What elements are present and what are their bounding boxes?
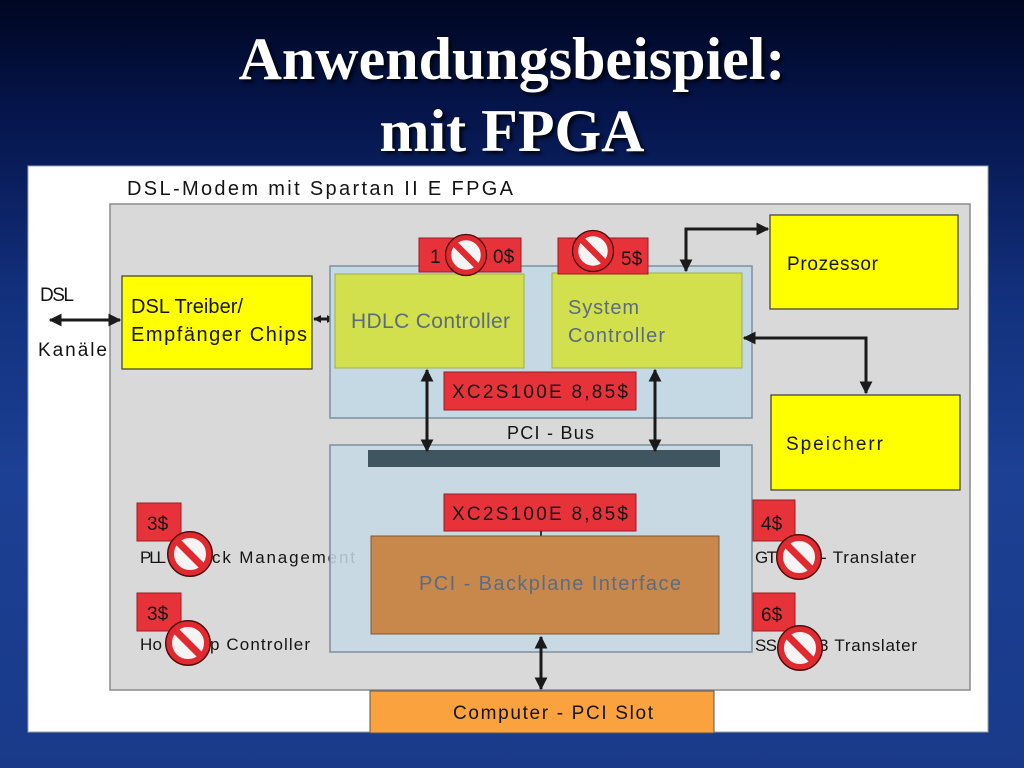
system-price-right: 5$	[621, 249, 643, 270]
pll-price: 3$	[147, 514, 169, 535]
system-controller-block	[551, 272, 743, 369]
gtl-price: 4$	[761, 514, 783, 535]
sstl-price-tag	[752, 592, 796, 632]
pll-price-tag	[136, 502, 182, 542]
no-entry-icon	[572, 230, 613, 271]
system-controller-line-1: System	[568, 297, 639, 319]
hot-swap-label-right: p Controller	[210, 635, 310, 654]
dsl-label: DSL	[40, 285, 74, 306]
fpga-top-part-label: XC2S100E 8,85$	[452, 382, 628, 403]
system-memory-arrow	[742, 331, 873, 395]
dsl-driver-block	[121, 275, 313, 370]
processor-block	[769, 214, 959, 310]
computer-pci-slot-label: Computer - PCI Slot	[453, 703, 654, 724]
hot-swap-label-left: Ho	[140, 635, 162, 654]
gtl-label-right: - Translater	[821, 548, 916, 567]
hot-swap-price: 3$	[147, 604, 169, 625]
slide-title-line-2: mit FPGA	[379, 98, 645, 164]
dsl-driver-line-2: Empfänger Chips	[131, 324, 307, 346]
memory-block	[770, 394, 961, 491]
sstl-price: 6$	[761, 605, 783, 626]
pci-bus-bar	[368, 450, 720, 467]
hdlc-controller-label: HDLC Controller	[351, 310, 510, 333]
system-controller-line-2: Controller	[568, 325, 665, 347]
no-entry-icon	[168, 532, 213, 577]
no-entry-icon	[166, 621, 211, 666]
fpga-bottom-part-label: XC2S100E 8,85$	[452, 504, 628, 525]
sstl-label-right: 3 Translater	[819, 636, 917, 655]
hdlc-controller-block	[334, 273, 525, 369]
memory-label: Speicherr	[786, 434, 884, 455]
no-entry-icon	[777, 535, 822, 580]
gtl-label-left: GT	[755, 548, 777, 567]
fpga-top-part-tag	[443, 371, 637, 411]
processor-label: Prozessor	[787, 254, 879, 275]
backplane-interface-block	[370, 535, 720, 635]
diagram-caption: DSL-Modem mit Spartan II E FPGA	[127, 178, 514, 200]
sstl-label-left: SS	[755, 636, 777, 655]
gtl-price-tag	[752, 499, 796, 542]
computer-pci-slot-block	[369, 690, 715, 734]
hdlc-price-right: 0$	[493, 247, 515, 268]
channels-label: Kanäle	[38, 340, 107, 361]
slide-title-line-1: Anwendungsbeispiel:	[238, 26, 786, 92]
fpga-bottom-part-tag	[443, 493, 637, 532]
no-entry-icon	[445, 234, 486, 275]
system-processor-arrow	[679, 222, 770, 273]
no-entry-icon	[778, 626, 823, 671]
hot-swap-price-tag	[136, 592, 182, 632]
pci-bus-label: PCI - Bus	[507, 423, 594, 443]
dsl-driver-line-1: DSL Treiber/	[131, 296, 243, 318]
hdlc-price-left: 1	[430, 247, 441, 268]
pll-label-left: PLL	[140, 548, 166, 567]
backplane-interface-label: PCI - Backplane Interface	[419, 573, 681, 595]
pll-label-right: ck Management	[212, 548, 355, 567]
